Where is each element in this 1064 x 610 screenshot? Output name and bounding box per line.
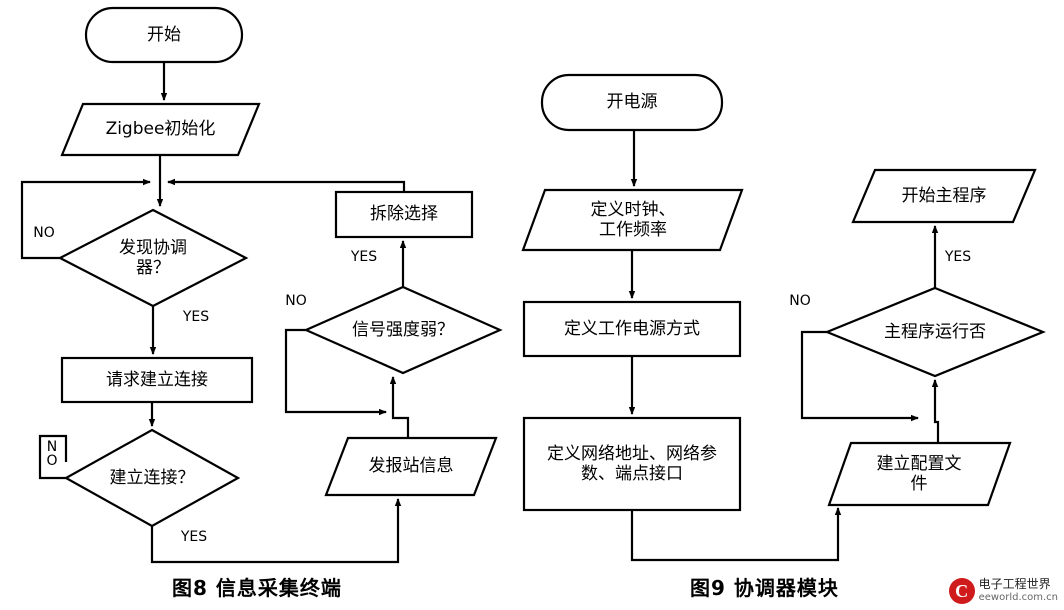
watermark-line2: eeworld.com.cn (978, 592, 1058, 604)
watermark-logo-icon: C (948, 578, 975, 604)
caption-figure-8: 图8 信息采集终端 (172, 576, 342, 600)
watermark-text: 电子工程世界 eeworld.com.cn (978, 577, 1058, 604)
caption-figure-9: 图9 协调器模块 (690, 576, 839, 600)
watermark-line1: 电子工程世界 (978, 577, 1051, 592)
watermark: C 电子工程世界 eeworld.com.cn (948, 577, 1058, 604)
